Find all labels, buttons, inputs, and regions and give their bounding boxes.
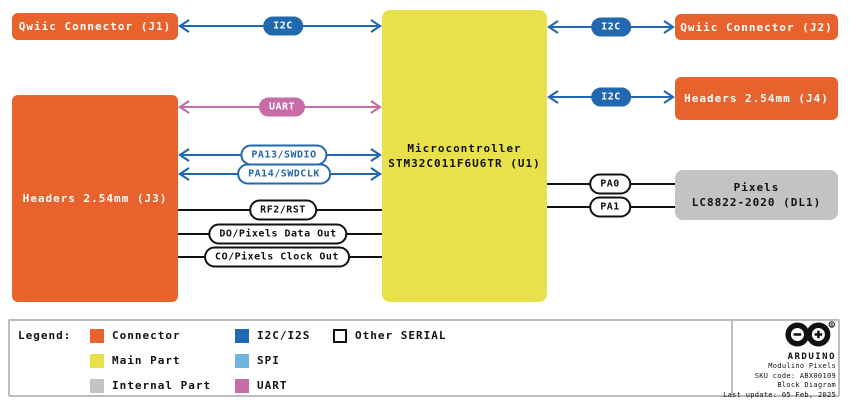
block-qwiic-connector-j1: Qwiic Connector (J1) xyxy=(12,13,178,40)
legend-item-i2c-i2s: I2C/I2S xyxy=(235,328,310,343)
i2c-label-j1: I2C xyxy=(263,16,303,36)
block-label: Qwiic Connector (J2) xyxy=(680,20,833,34)
block-label: Headers 2.54mm (J4) xyxy=(684,92,829,105)
legend-label: UART xyxy=(257,379,288,392)
legend-label: Main Part xyxy=(112,354,181,367)
block-headers-j4: Headers 2.54mm (J4) xyxy=(675,77,838,120)
uart-swatch xyxy=(235,378,249,393)
block-microcontroller-u1: Microcontroller STM32C011F6U6TR (U1) xyxy=(382,10,547,302)
block-qwiic-connector-j2: Qwiic Connector (J2) xyxy=(675,14,838,40)
pa14-swdclk-label: PA14/SWDCLK xyxy=(237,163,331,185)
other-serial-swatch xyxy=(333,328,347,343)
block-label: Qwiic Connector (J1) xyxy=(18,20,172,33)
footer-last-update: Last update: 05 Feb, 2025 xyxy=(723,390,836,399)
pa0-label: PA0 xyxy=(589,173,631,195)
footer-sku: SKU code: ABX00109 xyxy=(754,371,836,380)
main-part-swatch xyxy=(90,353,104,368)
footer-doc-type: Block Diagram xyxy=(777,381,836,389)
legend-item-spi: SPI xyxy=(235,353,280,368)
legend-label: SPI xyxy=(257,354,280,367)
pa1-label: PA1 xyxy=(589,196,631,218)
internal-part-swatch xyxy=(90,378,104,393)
legend-item-main-part: Main Part xyxy=(90,353,181,368)
block-label-line1: Microcontroller xyxy=(407,142,522,155)
legend-item-uart: UART xyxy=(235,378,288,393)
i2c-label-j2: I2C xyxy=(591,17,631,37)
arduino-logo-icon: R xyxy=(785,321,835,347)
pa13-swdio-label: PA13/SWDIO xyxy=(240,144,328,166)
rst-label: RF2/RST xyxy=(249,199,317,221)
spi-swatch xyxy=(235,353,249,368)
footer-info: R ARDUINO Modulino Pixels SKU code: ABX0… xyxy=(723,321,836,400)
panel-divider xyxy=(731,321,733,395)
block-label-line2: STM32C011F6U6TR (U1) xyxy=(388,157,541,170)
uart-label: UART xyxy=(258,97,306,117)
block-label-line2: LC8822-2020 (DL1) xyxy=(691,196,822,209)
block-headers-j3: Headers 2.54mm (J3) xyxy=(12,95,178,302)
clock-out-label: CO/Pixels Clock Out xyxy=(204,246,350,268)
legend-item-connector: Connector xyxy=(90,328,181,343)
svg-text:R: R xyxy=(831,322,834,327)
i2c-label-j4: I2C xyxy=(591,87,631,107)
i2c-i2s-swatch xyxy=(235,328,249,343)
footer-product: Modulino Pixels xyxy=(768,362,836,370)
legend-label: Connector xyxy=(112,329,181,342)
legend-item-internal-part: Internal Part xyxy=(90,378,211,393)
legend-panel xyxy=(8,319,840,397)
legend-label: I2C/I2S xyxy=(257,329,311,342)
data-out-label: DO/Pixels Data Out xyxy=(208,223,348,245)
block-label-line1: Pixels xyxy=(733,181,780,194)
legend-label: Internal Part xyxy=(112,379,212,392)
legend-title: Legend: xyxy=(18,329,72,342)
legend-label: Other SERIAL xyxy=(355,329,447,342)
block-pixels-dl1: Pixels LC8822-2020 (DL1) xyxy=(675,170,838,220)
legend-item-other-serial: Other SERIAL xyxy=(333,328,446,343)
arduino-brand-text: ARDUINO xyxy=(787,352,836,362)
connector-swatch xyxy=(90,328,104,343)
block-label: Headers 2.54mm (J3) xyxy=(22,192,168,205)
